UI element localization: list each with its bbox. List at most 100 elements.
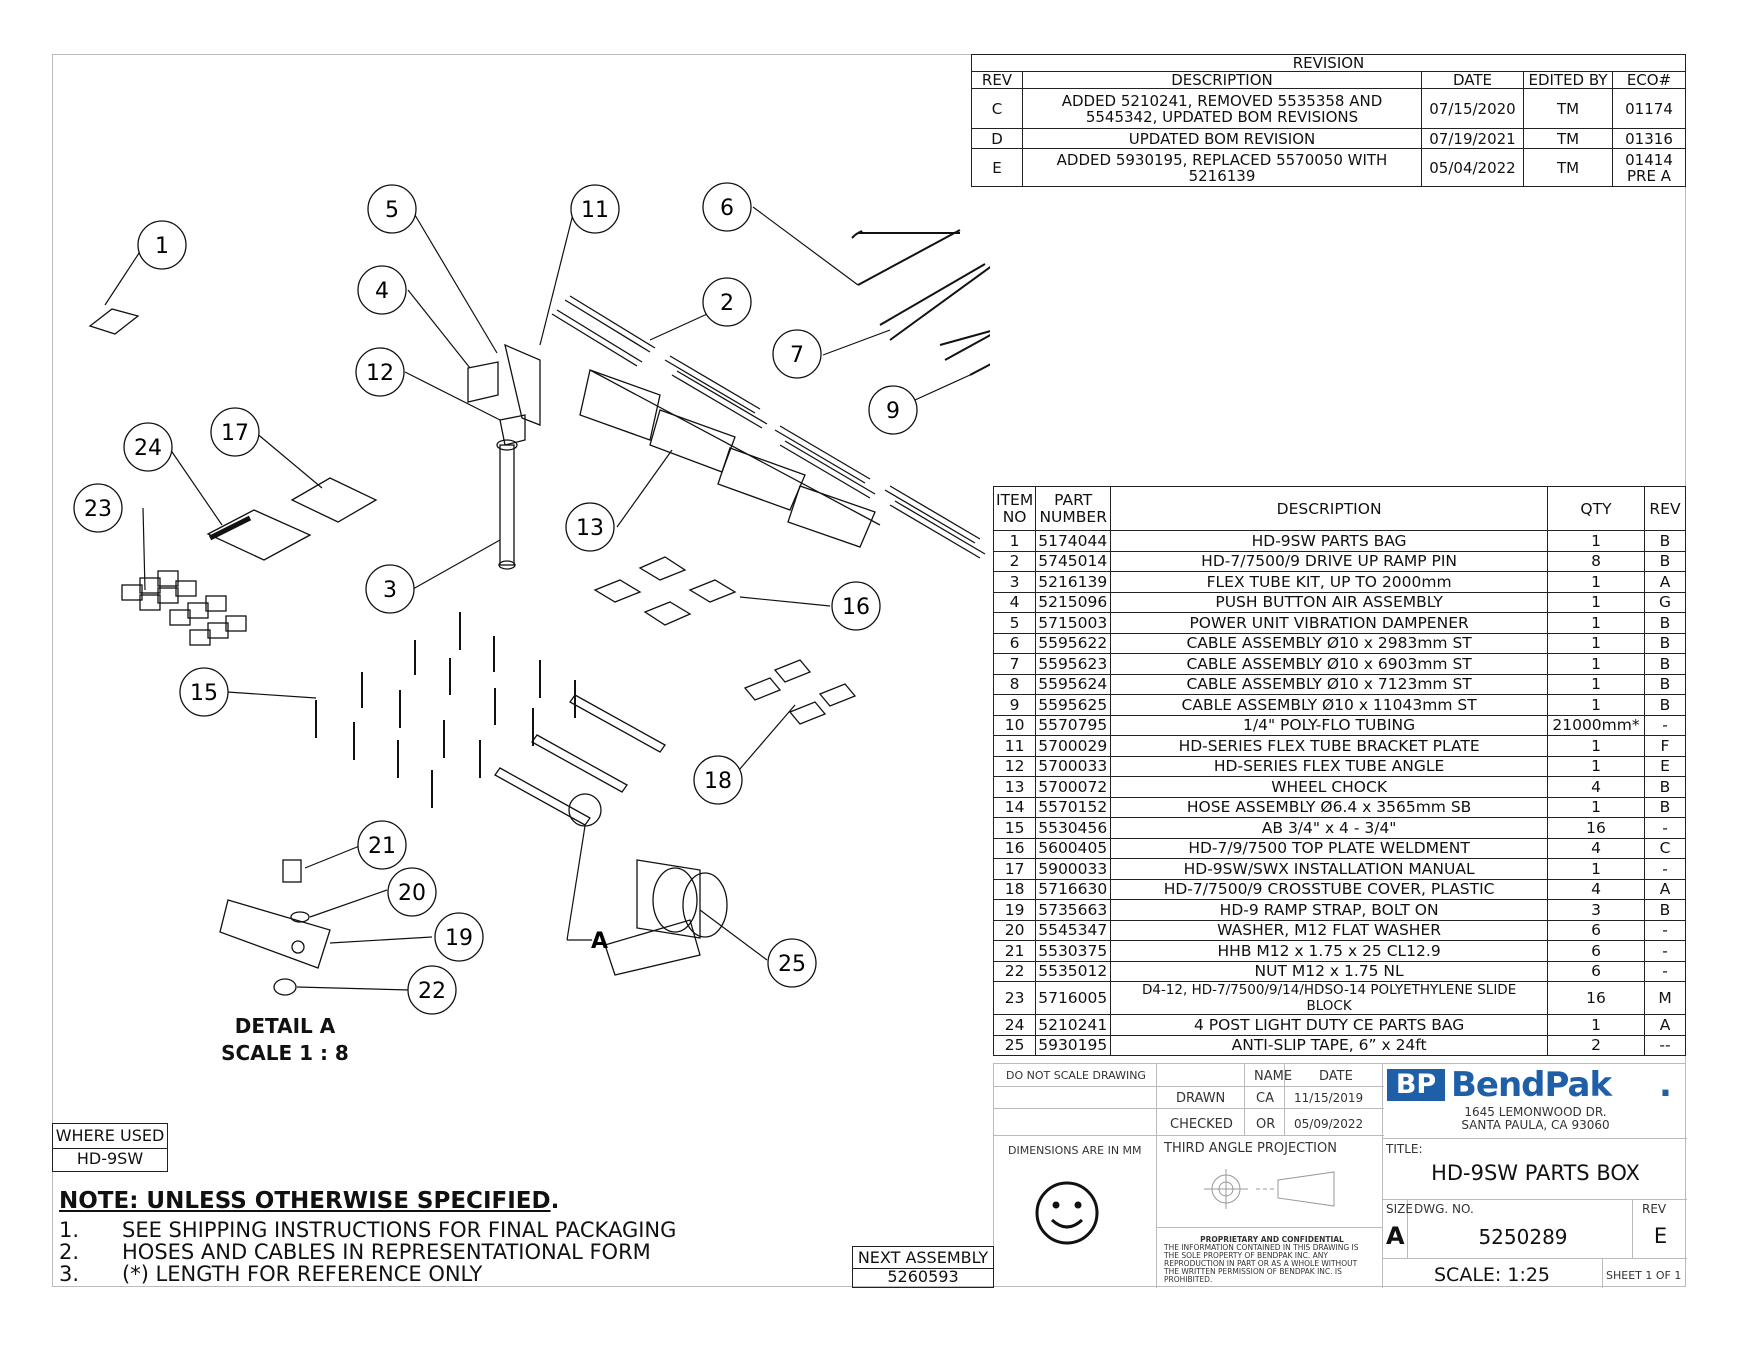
bom-description: D4-12, HD-7/7500/9/14/HDSO-14 POLYETHYLE… — [1110, 981, 1548, 1015]
dwg-no-value: 5250289 — [1478, 1225, 1568, 1249]
bom-qty: 4 — [1547, 878, 1645, 900]
note-text: (*) LENGTH FOR REFERENCE ONLY — [122, 1262, 483, 1286]
callout-number: 13 — [576, 516, 604, 541]
callout-number: 16 — [842, 595, 870, 620]
bom-qty: 1 — [1547, 735, 1645, 757]
bom-part-number: 5716630 — [1035, 878, 1112, 900]
bom-description-line: FLEX TUBE KIT, UP TO 2000mm — [1206, 572, 1452, 591]
callout-balloon-21: 21 — [357, 820, 407, 870]
callout-number: 22 — [418, 979, 446, 1004]
bom-qty: 21000mm* — [1547, 714, 1645, 736]
proprietary-line: THE WRITTEN PERMISSION OF BENDPAK INC. I… — [1164, 1267, 1342, 1276]
bom-header-qty: QTY — [1547, 486, 1645, 531]
slide-blocks-shape — [121, 570, 247, 646]
bom-header-line: NUMBER — [1039, 507, 1107, 526]
bom-item-no: 14 — [992, 796, 1037, 818]
date-header: DATE — [1319, 1069, 1353, 1084]
bom-description-line: HHB M12 x 1.75 x 25 CL12.9 — [1217, 941, 1441, 960]
bom-rev: C — [1644, 837, 1686, 859]
company-address: 1645 LEMONWOOD DR. SANTA PAULA, CA 93060 — [1384, 1106, 1687, 1132]
installation-manual-shape — [290, 477, 378, 523]
bom-description: CABLE ASSEMBLY Ø10 x 7123mm ST — [1110, 673, 1548, 695]
callout-number: 25 — [778, 952, 806, 977]
bom-rev: B — [1644, 632, 1686, 654]
detail-strap-shape — [219, 899, 331, 969]
bom-item-no: 15 — [992, 817, 1037, 839]
callout-number: 7 — [790, 343, 804, 368]
bom-part-number: 5535012 — [1035, 960, 1112, 982]
crosstube-covers-shape — [743, 659, 857, 725]
callout-balloon-11: 11 — [570, 184, 620, 234]
bom-part-number: 5595623 — [1035, 653, 1112, 675]
callout-number: 17 — [221, 421, 249, 446]
bom-description: HHB M12 x 1.75 x 25 CL12.9 — [1110, 940, 1548, 962]
bom-item-no: 10 — [992, 714, 1037, 736]
bom-item-no: 1 — [992, 530, 1037, 552]
bom-item-no: 22 — [992, 960, 1037, 982]
bom-description-line: HD-7/9/7500 TOP PLATE WELDMENT — [1188, 839, 1470, 858]
bom-qty: 1 — [1547, 755, 1645, 777]
detail-marker: A — [591, 929, 608, 954]
bom-rev: B — [1644, 653, 1686, 675]
address-line: SANTA PAULA, CA 93060 — [1461, 1118, 1610, 1132]
bom-part-number: 5530456 — [1035, 817, 1112, 839]
sheet-value: SHEET 1 OF 1 — [1606, 1269, 1682, 1282]
ce-parts-bag-shape — [206, 509, 312, 561]
bom-description-line: 4 POST LIGHT DUTY CE PARTS BAG — [1193, 1015, 1465, 1034]
bom-rev: G — [1644, 591, 1686, 613]
rev-header-edited: EDITED BY — [1523, 71, 1613, 89]
exploded-parts-drawing: 1234567891011121314151617181920212223242… — [73, 182, 990, 1015]
bom-description: 4 POST LIGHT DUTY CE PARTS BAG — [1110, 1014, 1548, 1036]
bom-description: HD-SERIES FLEX TUBE ANGLE — [1110, 755, 1548, 777]
projection-label: THIRD ANGLE PROJECTION — [1164, 1141, 1337, 1156]
rev-eco-line: 01174 — [1625, 99, 1673, 118]
washer-shape — [290, 911, 310, 923]
bom-description: HD-SERIES FLEX TUBE BRACKET PLATE — [1110, 735, 1548, 757]
bom-description: HD-9SW PARTS BAG — [1110, 530, 1548, 552]
callout-balloon-18: 18 — [693, 755, 743, 805]
bom-description-line: HD-7/7500/9 CROSSTUBE COVER, PLASTIC — [1163, 880, 1495, 899]
bom-description-line: D4-12, HD-7/7500/9/14/HDSO-14 POLYETHYLE… — [1141, 982, 1517, 998]
callout-number: 19 — [445, 926, 473, 951]
bom-description-line: CABLE ASSEMBLY Ø10 x 11043mm ST — [1181, 695, 1477, 714]
notes-heading-period: . — [550, 1188, 560, 1214]
callout-number: 2 — [720, 291, 734, 316]
bom-description: WHEEL CHOCK — [1110, 776, 1548, 798]
proprietary-line: THE INFORMATION CONTAINED IN THIS DRAWIN… — [1164, 1243, 1359, 1252]
bom-description-line: HD-9 RAMP STRAP, BOLT ON — [1219, 900, 1439, 919]
bom-description-line: WHEEL CHOCK — [1271, 777, 1387, 796]
rev-by-cell: TM — [1523, 128, 1613, 149]
bom-description: HD-7/7500/9 CROSSTUBE COVER, PLASTIC — [1110, 878, 1548, 900]
anti-slip-tape-shape — [636, 859, 701, 939]
drawing-border — [52, 54, 1686, 1287]
bom-description-line: HOSE ASSEMBLY Ø6.4 x 3565mm SB — [1186, 798, 1472, 817]
bom-rev: - — [1644, 940, 1686, 962]
bom-part-number: 5595624 — [1035, 673, 1112, 695]
bom-description: CABLE ASSEMBLY Ø10 x 6903mm ST — [1110, 653, 1548, 675]
bom-description-line: BLOCK — [1306, 998, 1352, 1014]
bom-qty: 6 — [1547, 960, 1645, 982]
bom-item-no: 23 — [992, 981, 1037, 1015]
proprietary-line: REPRODUCTION IN PART OR AS A WHOLE WITHO… — [1164, 1259, 1358, 1268]
bom-rev: B — [1644, 694, 1686, 716]
bom-rev: A — [1644, 1014, 1686, 1036]
bom-qty: 1 — [1547, 591, 1645, 613]
bom-qty: 1 — [1547, 530, 1645, 552]
drawn-label: DRAWN — [1176, 1091, 1226, 1106]
name-header: NAME — [1254, 1069, 1293, 1084]
callout-balloon-25: 25 — [767, 938, 817, 988]
bom-item-no: 24 — [992, 1014, 1037, 1036]
bom-description-line: HD-7/7500/9 DRIVE UP RAMP PIN — [1201, 552, 1458, 571]
bom-description: 1/4" POLY-FLO TUBING — [1110, 714, 1548, 736]
bom-part-number: 5545347 — [1035, 919, 1112, 941]
